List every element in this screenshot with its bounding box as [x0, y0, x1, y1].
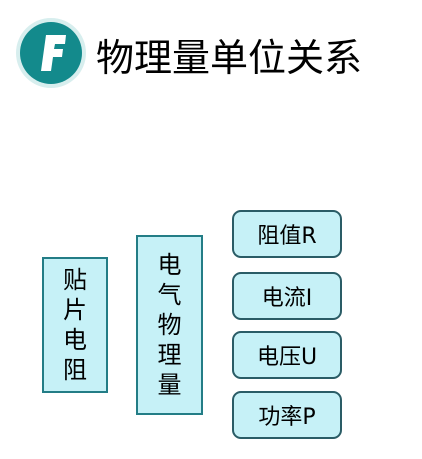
- smd-resistor-box: 贴 片 电 阻: [42, 257, 108, 393]
- smd-resistor-char: 电: [63, 326, 87, 354]
- smd-resistor-char: 阻: [63, 356, 87, 384]
- electrical-quantity-char: 气: [157, 281, 182, 309]
- logo: [15, 17, 87, 89]
- electrical-quantity-char: 理: [157, 341, 182, 369]
- electrical-quantity-char: 电: [157, 251, 182, 279]
- page-title: 物理量单位关系: [96, 36, 363, 80]
- voltage-item: 电压U: [232, 331, 342, 379]
- smd-resistor-char: 片: [63, 296, 87, 324]
- electrical-quantity-char: 物: [157, 311, 182, 339]
- power-item: 功率P: [232, 391, 342, 439]
- smd-resistor-char: 贴: [63, 266, 87, 294]
- electrical-quantity-char: 量: [157, 371, 182, 399]
- current-item: 电流I: [232, 272, 342, 320]
- logo-f-icon: [16, 18, 86, 88]
- resistance-item: 阻值R: [232, 210, 342, 258]
- electrical-quantity-box: 电 气 物 理 量: [136, 235, 203, 415]
